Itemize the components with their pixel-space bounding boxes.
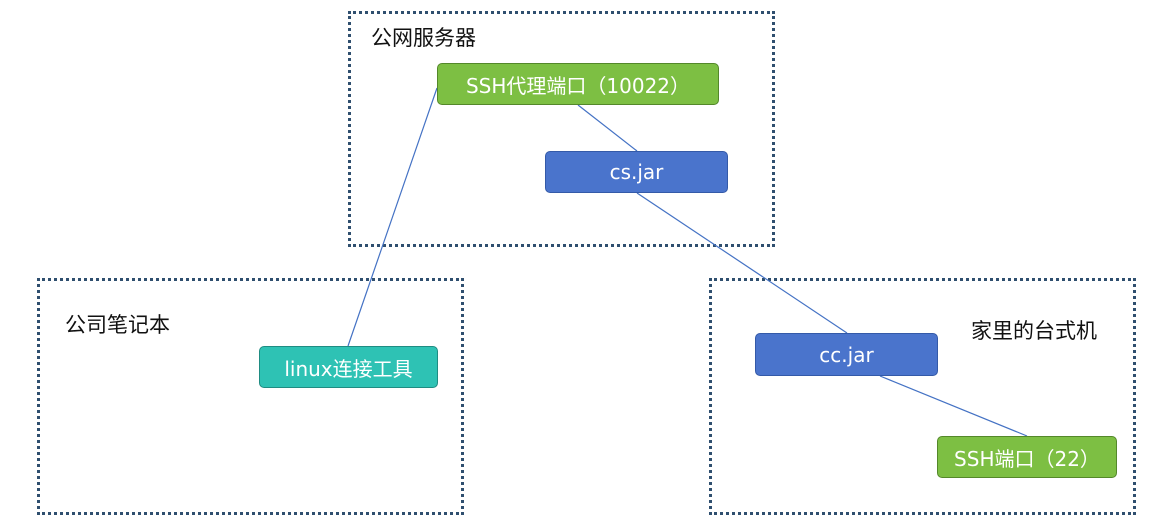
cc-jar-node: cc.jar: [755, 333, 938, 376]
ssh-proxy-port-node: SSH代理端口（10022）: [437, 63, 719, 105]
ssh-port-22-node: SSH端口（22）: [937, 436, 1117, 478]
linux-tool-node: linux连接工具: [259, 346, 438, 388]
laptop-group-box: [37, 278, 464, 515]
server-group-label: 公网服务器: [371, 26, 476, 50]
laptop-group-label: 公司笔记本: [65, 313, 170, 337]
cs-jar-node: cs.jar: [545, 151, 728, 193]
home-pc-group-box: [709, 278, 1136, 515]
home-pc-group-label: 家里的台式机: [971, 319, 1097, 343]
